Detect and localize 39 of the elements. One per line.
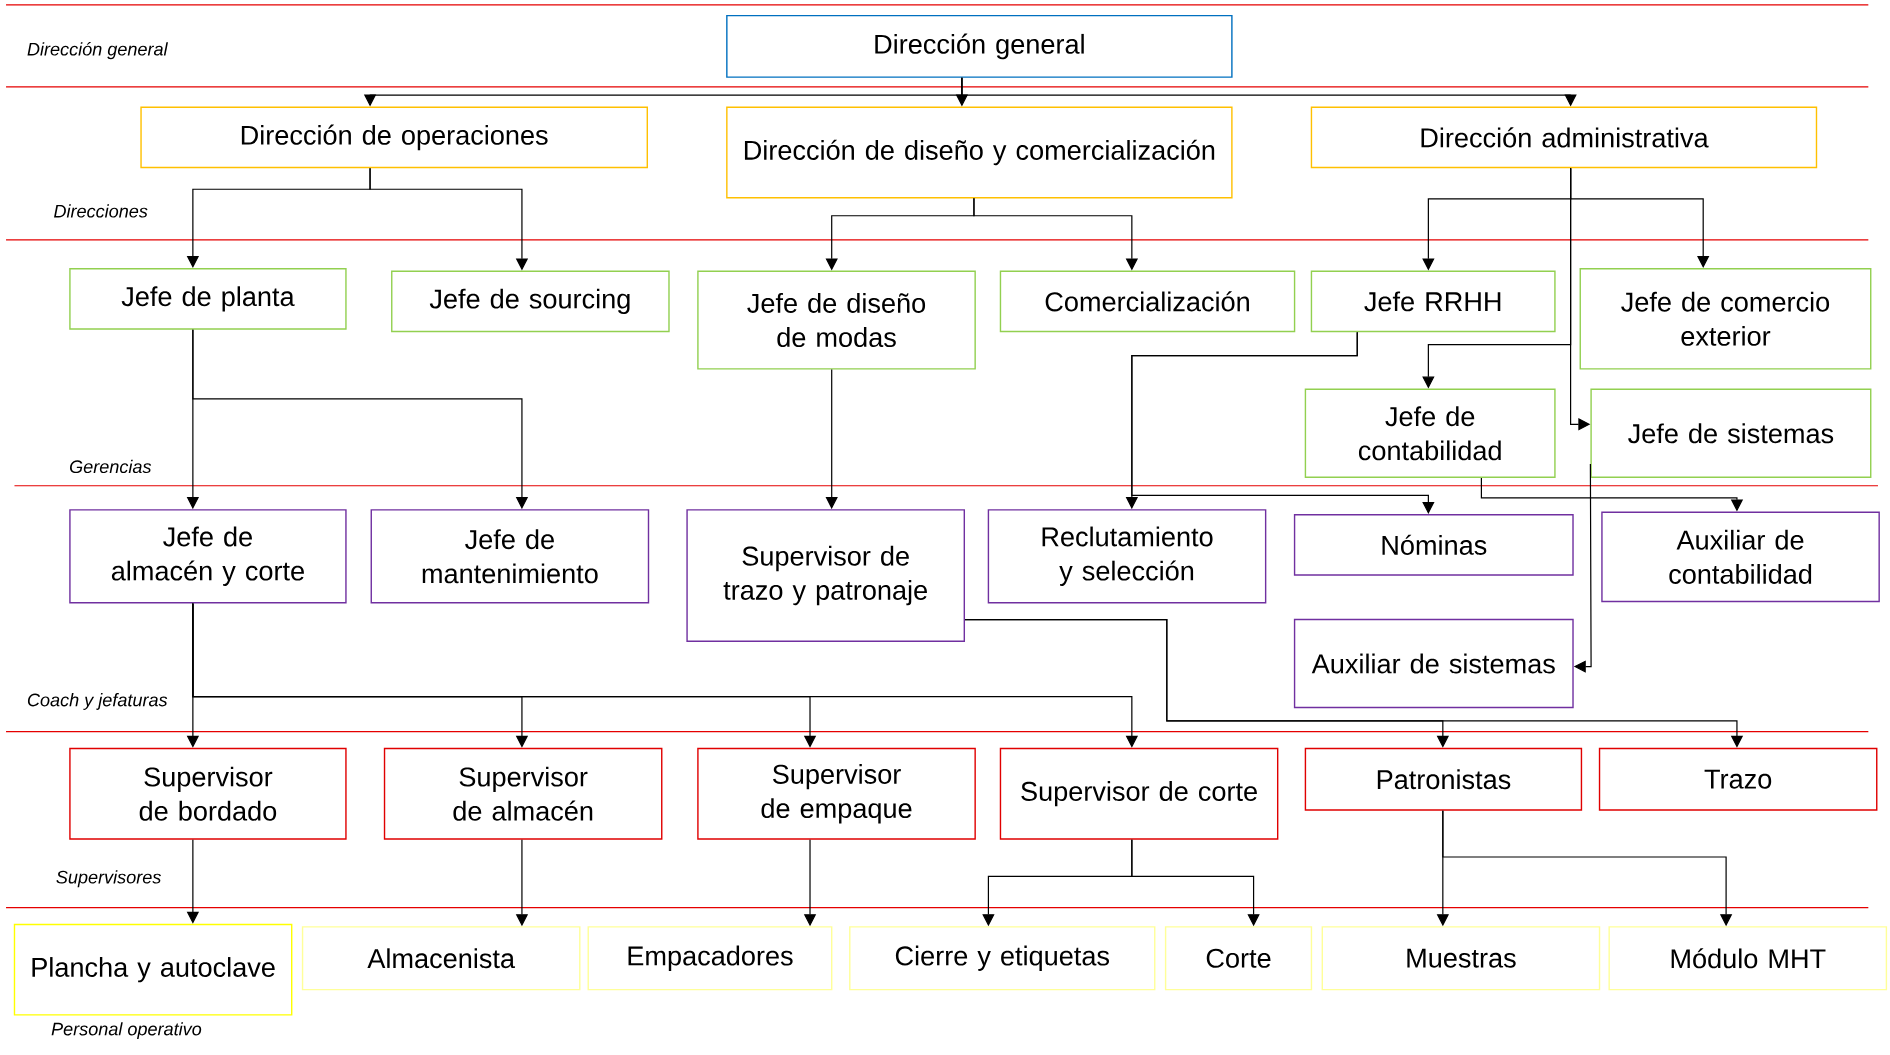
level-label: Gerencias (70, 460, 152, 474)
org-box: Jefe de sistemas (1590, 388, 1872, 479)
level-label: Supervisores (56, 870, 161, 888)
level-label: Dirección general (27, 42, 168, 60)
level-label: Coach y jefaturas (27, 693, 168, 711)
arrow (192, 602, 1139, 748)
org-box: Jefe de comercio exterior (1579, 268, 1872, 370)
org-box: Nóminas (1293, 514, 1574, 576)
org-box: Módulo MHT (1608, 926, 1888, 991)
org-box: Supervisor de corte (999, 747, 1279, 840)
org-box: Dirección de diseño y comercialización (726, 106, 1233, 199)
org-box: Supervisor de bordado (69, 747, 347, 840)
org-box: Comercialización (999, 270, 1296, 333)
org-box: Corte (1164, 926, 1313, 991)
org-box: Patronistas (1304, 747, 1583, 811)
level-label: Direcciones (54, 204, 148, 218)
org-box: Dirección general (726, 15, 1233, 78)
arrow (964, 619, 1744, 748)
org-box: Dirección administrativa (1310, 106, 1818, 169)
org-box: Jefe de almacén y corte (69, 509, 347, 604)
org-box: Supervisor de empaque (697, 747, 976, 840)
org-box: Empacadores (587, 926, 833, 991)
org-box: Supervisor de trazo y patronaje (686, 509, 965, 643)
org-box: Jefe de sourcing (391, 270, 670, 333)
org-box: Jefe RRHH (1310, 270, 1556, 333)
org-box: Trazo (1598, 747, 1878, 811)
org-box: Reclutamiento y selección (987, 509, 1267, 604)
org-box: Auxiliar de sistemas (1293, 619, 1574, 709)
org-box: Cierre y etiquetas (849, 926, 1156, 991)
org-box: Jefe de planta (69, 268, 347, 330)
org-box: Dirección de operaciones (140, 106, 648, 169)
org-box: Plancha y autoclave (13, 923, 293, 1016)
org-box: Jefe de diseño de modas (697, 270, 976, 370)
org-box: Supervisor de almacén (383, 747, 663, 840)
org-box: Muestras (1321, 926, 1601, 991)
org-box: Jefe de contabilidad (1304, 388, 1556, 479)
org-box: Almacenista (301, 926, 581, 991)
org-box: Jefe de mantenimiento (370, 509, 650, 604)
org-box: Auxiliar de contabilidad (1601, 511, 1880, 603)
